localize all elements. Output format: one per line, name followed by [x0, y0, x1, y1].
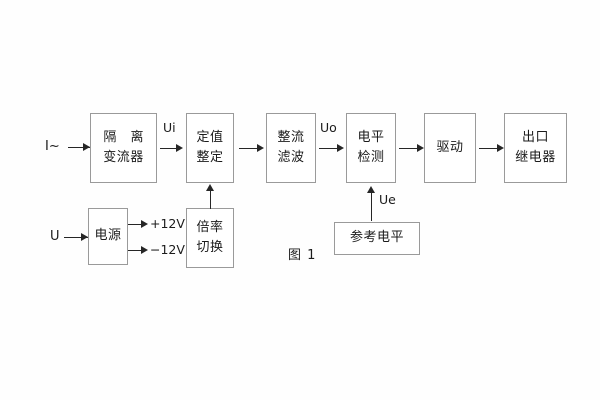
level-to-drive-arrowhead [417, 144, 424, 152]
rail-neg-label: −12V [150, 242, 185, 257]
rail-neg-arrowhead [141, 246, 148, 254]
isolation-to-setting-wire [160, 148, 179, 149]
block-isolation-ct-line-2: 变流器 [103, 150, 144, 165]
block-level-detect-line-2: 检测 [357, 150, 385, 165]
block-level-detect-line-1: 电平 [357, 129, 385, 145]
voltage-input-arrowhead [81, 233, 88, 241]
block-ratio-switch-line-1: 倍率 [196, 219, 224, 235]
uo-label: Uo [320, 120, 337, 135]
block-rectify-filter-line-1: 整流 [277, 129, 305, 145]
block-drive: 驱动 [424, 113, 476, 183]
current-input-wire [68, 147, 90, 148]
block-setting-line-1: 定值 [196, 129, 224, 145]
ui-label: Ui [163, 120, 176, 135]
voltage-input-wire [64, 237, 88, 238]
block-output-relay-line-1: 出口 [521, 129, 549, 145]
drive-to-relay-wire [479, 148, 500, 149]
block-level-detect: 电平 检测 [346, 113, 396, 183]
current-input-arrowhead [83, 143, 90, 151]
block-output-relay-line-2: 继电器 [515, 150, 556, 165]
block-setting: 定值 整定 [186, 113, 234, 183]
reference-to-level-wire [371, 192, 372, 221]
setting-to-rectify-wire [239, 148, 259, 149]
block-power-supply-line-1: 电源 [94, 228, 122, 244]
block-rectify-filter: 整流 滤波 [266, 113, 316, 183]
isolation-to-setting-arrowhead [176, 144, 183, 152]
block-drive-line-1: 驱动 [436, 139, 464, 155]
voltage-input-label: U [50, 229, 60, 244]
ratio-to-setting-arrowhead [206, 184, 214, 191]
block-ratio-switch: 倍率 切换 [186, 208, 234, 268]
block-rectify-filter-line-2: 滤波 [277, 150, 305, 165]
block-isolation-ct: 隔 离 变流器 [90, 113, 157, 183]
current-input-label: I~ [45, 139, 60, 154]
block-reference-level-line-1: 参考电平 [349, 230, 404, 246]
block-output-relay: 出口 继电器 [504, 113, 567, 183]
ue-label: Ue [379, 192, 396, 207]
reference-to-level-arrowhead [367, 186, 375, 193]
rail-pos-arrowhead [141, 220, 148, 228]
rail-neg-wire [128, 250, 144, 251]
block-isolation-ct-line-1: 隔 离 [103, 129, 149, 145]
setting-to-rectify-arrowhead [257, 144, 264, 152]
drive-to-relay-arrowhead [497, 144, 504, 152]
rectify-to-level-arrowhead [337, 144, 344, 152]
rail-pos-label: +12V [150, 216, 185, 231]
ratio-to-setting-wire [210, 190, 211, 209]
block-ratio-switch-line-2: 切换 [196, 240, 224, 255]
block-setting-line-2: 整定 [196, 150, 224, 165]
block-reference-level: 参考电平 [334, 222, 420, 255]
block-power-supply: 电源 [88, 208, 128, 265]
rail-pos-wire [128, 224, 144, 225]
figure-caption: 图 1 [288, 248, 317, 263]
level-to-drive-wire [399, 148, 420, 149]
rectify-to-level-wire [319, 148, 339, 149]
